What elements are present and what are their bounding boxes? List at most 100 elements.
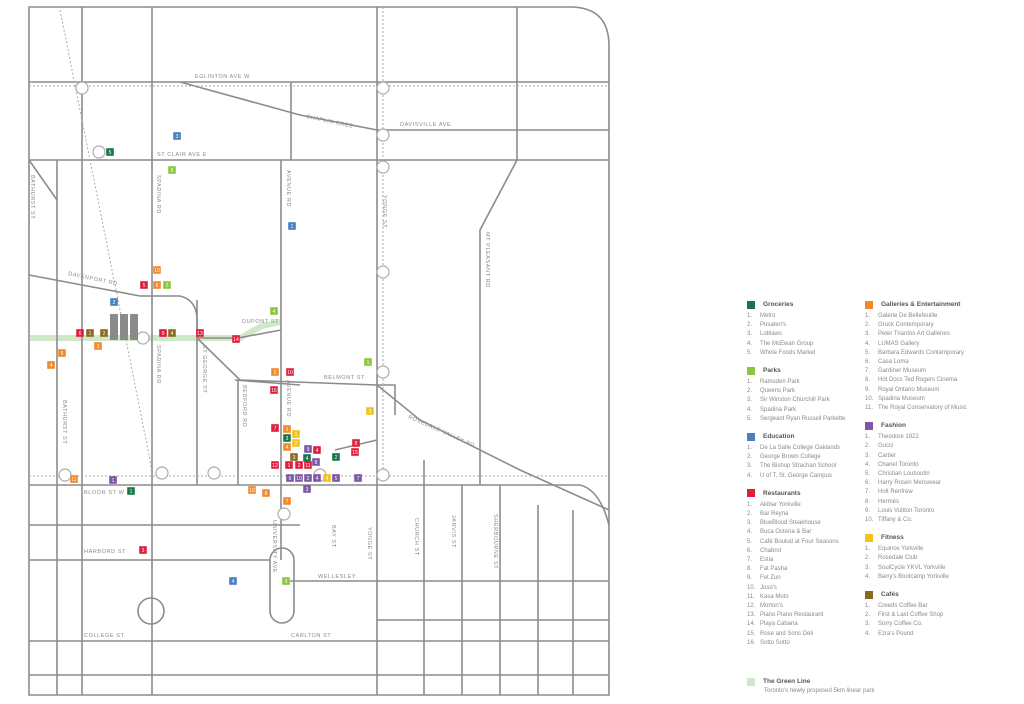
marker-number: 6: [156, 283, 159, 289]
marker-restaurants-7[interactable]: 7: [271, 424, 279, 432]
cafes-swatch: [865, 590, 873, 599]
marker-restaurants-1[interactable]: 1: [285, 461, 293, 469]
marker-number: 7: [357, 476, 360, 482]
marker-restaurants-10[interactable]: 10: [286, 368, 294, 376]
marker-fashion-7[interactable]: 7: [354, 474, 362, 482]
street-bloor: BLOOR ST W: [84, 490, 125, 496]
marker-groceries-4[interactable]: 4: [303, 454, 311, 462]
marker-cafes-4[interactable]: 4: [168, 329, 176, 337]
legend-item: 12.Morton's: [747, 603, 783, 610]
marker-fashion-5[interactable]: 5: [332, 474, 340, 482]
marker-cafes-2[interactable]: 2: [100, 329, 108, 337]
marker-galleries-10[interactable]: 10: [153, 266, 161, 274]
marker-fitness-1[interactable]: 1: [292, 430, 300, 438]
street-avenue-s: AVENUE RD: [285, 380, 291, 417]
education-swatch: [747, 432, 755, 441]
marker-number: 8: [355, 441, 358, 447]
marker-education-2[interactable]: 2: [110, 298, 118, 306]
marker-restaurants-2[interactable]: 2: [295, 461, 303, 469]
marker-fashion-4[interactable]: 4: [313, 474, 321, 482]
marker-galleries-4[interactable]: 4: [283, 443, 291, 451]
marker-fitness-4[interactable]: 4: [323, 474, 331, 482]
marker-fashion-1[interactable]: 1: [109, 476, 117, 484]
marker-fitness-3[interactable]: 3: [366, 407, 374, 415]
marker-galleries-4[interactable]: 4: [47, 361, 55, 369]
legend-title: Groceries: [763, 301, 794, 308]
marker-parks-4[interactable]: 4: [270, 307, 278, 315]
marker-fashion-8[interactable]: 8: [312, 458, 320, 466]
marker-restaurants-9[interactable]: 9: [159, 329, 167, 337]
groceries-swatch: [747, 300, 755, 309]
marker-restaurants-4[interactable]: 4: [313, 446, 321, 454]
legend-item: 9.Fet Zun: [747, 575, 781, 582]
marker-groceries-3[interactable]: 3: [283, 434, 291, 442]
street-avenue: AVENUE RD: [285, 170, 291, 207]
marker-groceries-2[interactable]: 2: [332, 453, 340, 461]
marker-number: 4: [316, 448, 319, 454]
marker-galleries-1[interactable]: 1: [283, 425, 291, 433]
marker-number: 10: [154, 268, 160, 274]
marker-galleries-10[interactable]: 10: [248, 486, 256, 494]
marker-restaurants-12[interactable]: 12: [271, 461, 279, 469]
legend-title: Fitness: [881, 534, 904, 542]
marker-cafes-1[interactable]: 1: [86, 329, 94, 337]
marker-parks-2[interactable]: 2: [163, 281, 171, 289]
marker-galleries-8[interactable]: 8: [262, 489, 270, 497]
marker-fashion-9[interactable]: 9: [304, 445, 312, 453]
street-davenport: DAVENPORT RD: [68, 271, 118, 287]
marker-restaurants-8[interactable]: 8: [352, 439, 360, 447]
marker-galleries-2[interactable]: 2: [271, 368, 279, 376]
marker-galleries-6[interactable]: 6: [153, 281, 161, 289]
marker-galleries-11[interactable]: 11: [70, 475, 78, 483]
marker-number: 4: [50, 363, 53, 369]
roads: [28, 6, 610, 696]
legend-item: 4.Spadina Park: [747, 406, 797, 413]
marker-restaurants-3[interactable]: 3: [139, 546, 147, 554]
marker-groceries-1[interactable]: 1: [127, 487, 135, 495]
marker-number: 3: [306, 487, 309, 493]
marker-restaurants-11[interactable]: 11: [304, 461, 312, 469]
street-church: CHURCH ST: [413, 518, 419, 556]
marker-fashion-10[interactable]: 10: [295, 474, 303, 482]
marker-restaurants-5[interactable]: 5: [140, 281, 148, 289]
marker-fashion-6[interactable]: 6: [286, 474, 294, 482]
marker-galleries-7[interactable]: 7: [283, 497, 291, 505]
marker-fashion-3[interactable]: 3: [303, 485, 311, 493]
marker-restaurants-6[interactable]: 6: [76, 329, 84, 337]
legend-item: 6.Harry Rosen Menswear: [865, 480, 942, 487]
marker-education-4[interactable]: 4: [229, 577, 237, 585]
marker-education-3[interactable]: 3: [173, 132, 181, 140]
legend-item: 4.Buca Osteria & Bar: [747, 529, 812, 536]
legend-item: 5.Café Boulud at Four Seasons: [747, 538, 839, 545]
legend-item: 5.Whole Foods Market: [747, 349, 816, 356]
marker-parks-3[interactable]: 3: [282, 577, 290, 585]
marker-number: 7: [274, 426, 277, 432]
marker-parks-1[interactable]: 1: [364, 358, 372, 366]
legend-item: 2.Queens Park: [747, 388, 796, 395]
marker-parks-5[interactable]: 5: [168, 166, 176, 174]
legend-item: 4.Barry's Bootcamp Yorkville: [865, 573, 949, 580]
legend-item: 2.Gruck Contemporary: [865, 322, 934, 329]
marker-fitness-2[interactable]: 2: [292, 439, 300, 447]
marker-restaurants-16[interactable]: 16: [270, 386, 278, 394]
marker-cafes-3[interactable]: 3: [290, 453, 298, 461]
legend-item: 9.Royal Ontario Museum: [865, 386, 940, 393]
marker-galleries-3[interactable]: 3: [94, 342, 102, 350]
marker-number: 3: [285, 579, 288, 585]
street-st-george: ST GEORGE ST: [201, 345, 207, 393]
marker-restaurants-14[interactable]: 14: [232, 335, 240, 343]
marker-fashion-2[interactable]: 2: [304, 474, 312, 482]
marker-number: 13: [197, 331, 203, 337]
marker-restaurants-13[interactable]: 13: [196, 329, 204, 337]
marker-number: 1: [295, 432, 298, 438]
marker-restaurants-15[interactable]: 15: [351, 448, 359, 456]
legend-item: 4.The McEwan Group: [747, 340, 814, 347]
marker-galleries-5[interactable]: 5: [58, 349, 66, 357]
marker-number: 2: [298, 463, 301, 469]
marker-education-1[interactable]: 1: [288, 222, 296, 230]
marker-groceries-5[interactable]: 5: [106, 148, 114, 156]
